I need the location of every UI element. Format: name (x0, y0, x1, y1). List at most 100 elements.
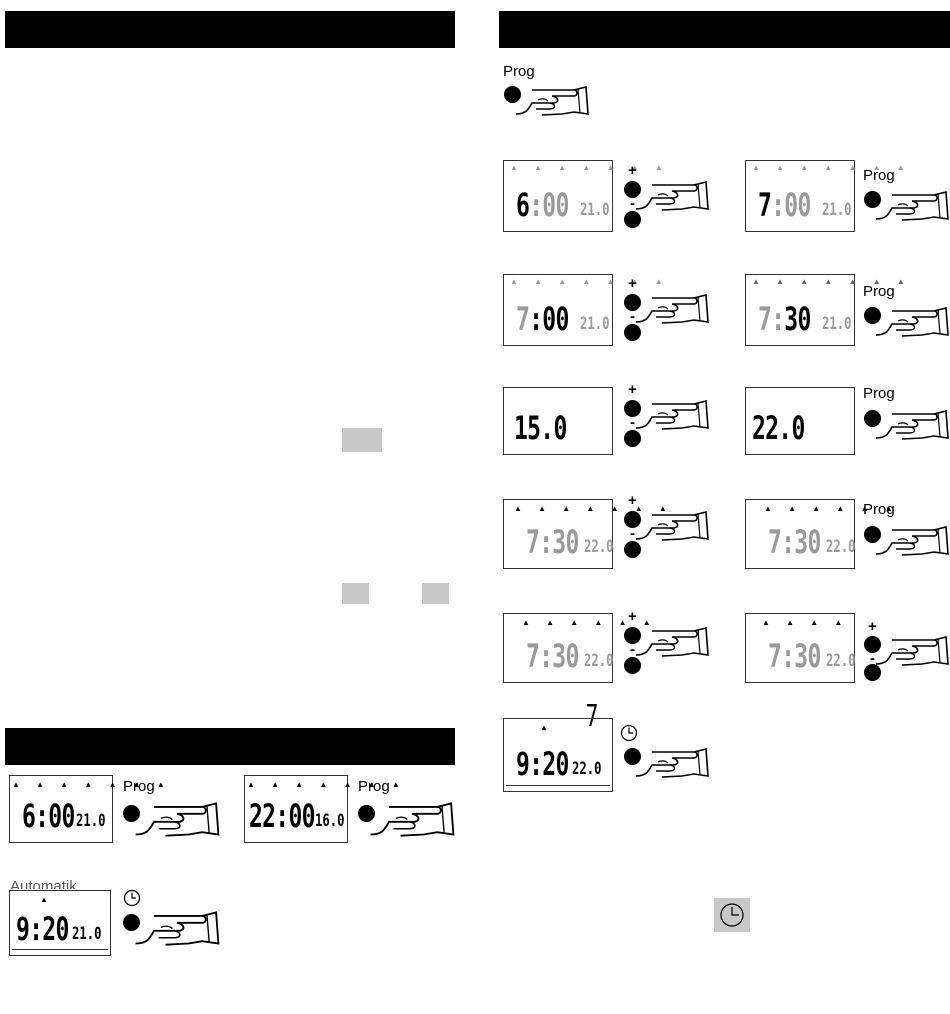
prog-label: Prog (863, 501, 895, 518)
left-bottom-section-header (5, 728, 455, 765)
prog-button[interactable] (504, 86, 521, 103)
plus-button[interactable] (864, 636, 881, 653)
time-digits: 9:20 (16, 910, 69, 948)
display-baseline (506, 785, 610, 786)
gray-highlight-2 (342, 583, 369, 604)
day-arrows: ▲ ▲ ▲ ▲ ▲ ▲ ▲ (247, 780, 407, 789)
clock-button[interactable] (624, 748, 641, 765)
pressing-hand-icon (134, 802, 220, 837)
pressing-hand-icon (635, 511, 709, 541)
day-arrows: ▲ ▲ ▲ ▲ ▲ ▲ (522, 618, 658, 627)
temp-digits: 21.0 (822, 200, 852, 220)
prog-button[interactable] (358, 805, 375, 822)
day-arrows: ▲ ▲ ▲ ▲ (762, 618, 850, 627)
prog-button[interactable] (864, 191, 881, 208)
clock-icon (620, 724, 638, 742)
minus-label: - (630, 525, 635, 542)
pressing-hand-icon (875, 526, 949, 556)
day-arrows: ▲ (40, 895, 55, 904)
temp-digits: 22.0 (826, 537, 856, 557)
minus-button[interactable] (624, 430, 641, 447)
gray-highlight-3 (422, 583, 449, 604)
minus-label: - (630, 308, 635, 325)
right-display-4: ▲ ▲ ▲ ▲ ▲ ▲ ▲ 7:30 21.0 (745, 274, 905, 346)
gray-highlight-1 (342, 428, 382, 452)
pressing-hand-icon (635, 400, 709, 430)
temp-digits: 21.0 (822, 314, 852, 334)
prog-label: Prog (863, 385, 895, 402)
minus-button[interactable] (624, 541, 641, 558)
pressing-hand-icon (515, 86, 589, 116)
prog-label: Prog (123, 778, 155, 795)
minus-label: - (630, 195, 635, 212)
plus-button[interactable] (624, 511, 641, 528)
day-arrows: ▲ ▲ ▲ ▲ ▲ ▲ (764, 504, 900, 513)
right-display-9: ▲ ▲ ▲ ▲ ▲ ▲ 7:30 22.0 (503, 613, 651, 683)
setpoint-value: 22.0 (752, 409, 805, 447)
plus-label: + (628, 608, 637, 625)
clock-icon (720, 903, 744, 927)
day-arrows: ▲ ▲ ▲ ▲ ▲ ▲ ▲ (514, 504, 674, 513)
right-display-6: 22.0 (745, 387, 855, 455)
prog-label: Prog (863, 283, 895, 300)
right-display-1: ▲ ▲ ▲ ▲ ▲ ▲ ▲ 6:00 21.0 (503, 160, 663, 232)
plus-label: + (628, 275, 637, 292)
day-arrows: ▲ ▲ ▲ ▲ ▲ ▲ ▲ (752, 163, 912, 172)
time-digits: 7:30 (526, 523, 579, 561)
pressing-hand-icon (134, 911, 220, 946)
pressing-hand-icon (635, 748, 709, 778)
time-digits: 6:00 (516, 186, 569, 224)
plus-label: + (868, 618, 877, 635)
right-display-7: ▲ ▲ ▲ ▲ ▲ ▲ ▲ 7:30 22.0 (503, 499, 667, 569)
prog-label: Prog (863, 167, 895, 184)
minus-button[interactable] (864, 664, 881, 681)
prog-button[interactable] (864, 410, 881, 427)
temp-digits: 16.0 (315, 811, 345, 831)
time-digits: 7:30 (758, 300, 811, 338)
time-digits: 7:30 (768, 637, 821, 675)
pressing-hand-icon (635, 181, 709, 211)
temp-digits: 21.0 (580, 314, 610, 334)
temp-digits: 21.0 (76, 811, 106, 831)
plus-button[interactable] (624, 400, 641, 417)
plus-button[interactable] (624, 627, 641, 644)
day-arrows: ▲ ▲ ▲ ▲ ▲ ▲ ▲ (510, 163, 670, 172)
minus-button[interactable] (624, 657, 641, 674)
right-section-header (499, 11, 950, 48)
automatik-caption: Automatik (10, 879, 77, 889)
time-digits: 22:00 (249, 797, 315, 835)
minus-button[interactable] (624, 324, 641, 341)
right-display-10: ▲ ▲ ▲ ▲ 7:30 22.0 (745, 613, 855, 683)
plus-button[interactable] (624, 294, 641, 311)
pressing-hand-icon (875, 307, 949, 337)
right-display-8: ▲ ▲ ▲ ▲ ▲ ▲ 7:30 22.0 (745, 499, 893, 569)
plus-label: + (628, 492, 637, 509)
temp-digits: 21.0 (72, 924, 102, 944)
day-number: 7 (585, 699, 599, 734)
display-baseline (12, 949, 108, 950)
time-digits: 7:30 (526, 637, 579, 675)
prog-button[interactable] (864, 526, 881, 543)
temp-digits: 21.0 (580, 200, 610, 220)
right-display-5: 15.0 (503, 387, 613, 455)
temp-digits: 22.0 (826, 651, 856, 671)
prog-button[interactable] (864, 307, 881, 324)
plus-label: + (628, 162, 637, 179)
clock-icon-highlight (714, 898, 750, 932)
day-arrows: ▲ ▲ ▲ ▲ ▲ ▲ ▲ (752, 277, 912, 286)
plus-button[interactable] (624, 181, 641, 198)
left-display-1: ▲ ▲ ▲ ▲ ▲ ▲ ▲ 6:00 21.0 (9, 775, 165, 843)
minus-label: - (630, 414, 635, 431)
prog-button[interactable] (123, 805, 140, 822)
day-arrows: ▲ ▲ ▲ ▲ ▲ ▲ ▲ (12, 780, 172, 789)
minus-button[interactable] (624, 211, 641, 228)
left-top-section-header (5, 11, 455, 48)
time-digits: 9:20 (516, 745, 569, 783)
day-arrows: ▲ ▲ ▲ ▲ ▲ ▲ ▲ (510, 277, 670, 286)
pressing-hand-icon (635, 294, 709, 324)
prog-label: Prog (503, 63, 535, 80)
clock-button[interactable] (123, 914, 140, 931)
temp-digits: 22.0 (584, 537, 614, 557)
day-arrows: ▲ (540, 723, 555, 732)
temp-digits: 22.0 (584, 651, 614, 671)
